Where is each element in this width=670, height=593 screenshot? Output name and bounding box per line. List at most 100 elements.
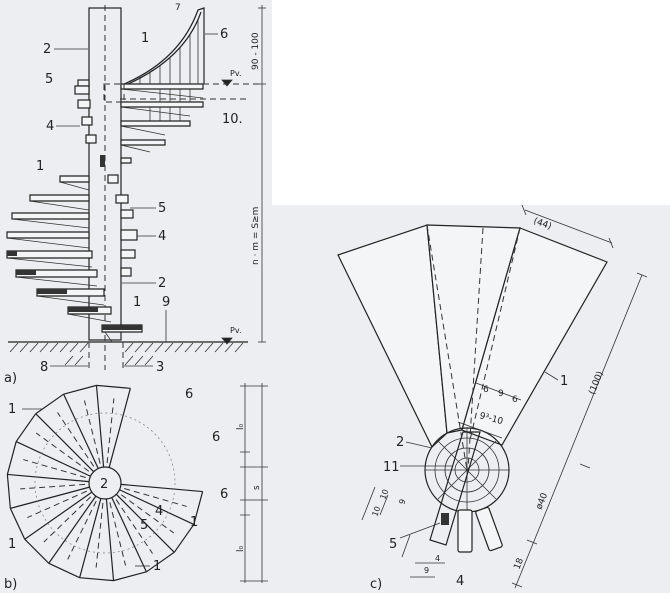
label: 6 (220, 487, 228, 502)
caption: b) (4, 577, 17, 592)
tread-hidden-line (23, 459, 86, 478)
ground-hatch (9, 342, 244, 366)
tread-nosing (35, 393, 64, 415)
tread-hidden-line (57, 412, 95, 467)
label: 7 (175, 3, 181, 13)
label: l₀ (236, 423, 246, 430)
elevation-view: 2 1 7 6 5 4 1 5 4 2 1 9 8 3 Pv. Pv. 10. … (4, 3, 266, 386)
tread-hidden-line (43, 496, 91, 543)
label: 10. (222, 112, 243, 127)
label: 1 (560, 374, 568, 389)
tread-hidden-line (83, 400, 101, 464)
tread-hidden-line (67, 500, 97, 560)
tread-hidden-line (120, 494, 175, 534)
label: 5 (158, 201, 166, 216)
label: 6 (483, 385, 489, 395)
label: 2 (100, 477, 108, 492)
plan-treads (6, 384, 204, 582)
label: 11 (383, 460, 400, 475)
tread-edge (24, 491, 93, 540)
label: 4 (155, 504, 163, 519)
handrail (103, 7, 205, 121)
tread-edge (108, 388, 131, 468)
tread-edge (105, 498, 115, 581)
tread-nosing (6, 441, 17, 475)
tread-edge (79, 498, 102, 578)
column-circle (88, 466, 122, 500)
label: 9 (397, 498, 407, 506)
label: 18 (513, 557, 527, 572)
caption: c) (370, 577, 382, 592)
tread-nosing (79, 577, 114, 582)
blank-area (272, 0, 670, 205)
label: 5 (140, 518, 148, 533)
label: 6 (185, 387, 193, 402)
tread-hidden-line (106, 398, 115, 464)
plan-view: 2 1 6 6 6 1 1 1 4 5 l₀ s l₀ b) (4, 383, 268, 592)
label: 1 (190, 515, 198, 530)
tread-edge (35, 413, 95, 473)
label: 4 (435, 554, 440, 563)
tread-nosing (63, 384, 97, 395)
label: 10 (370, 505, 382, 518)
tread-nosing (193, 491, 204, 525)
label: 1 (8, 537, 16, 552)
label: 9 (498, 389, 504, 399)
tread-right (461, 227, 608, 446)
label: 1 (8, 402, 16, 417)
tread-hidden-line (20, 483, 86, 490)
tread-edge (63, 393, 99, 469)
label: 5 (45, 72, 53, 87)
tread-hidden-line (27, 490, 87, 519)
label: 5 (389, 537, 397, 552)
label: 6 (220, 27, 228, 42)
label: 2 (396, 435, 404, 450)
label: 1 (141, 31, 149, 46)
tread-nosing (96, 384, 131, 389)
detail-view: (44) 1 (100) 6 9 6 9³-10 2 11 10 10 9 5 … (337, 204, 648, 592)
label: l₀ (236, 545, 246, 552)
label: 6 (212, 430, 220, 445)
label: 1 (153, 559, 161, 574)
label: 1 (133, 295, 141, 310)
tread-nosing (15, 413, 37, 442)
wood-rings (425, 428, 509, 512)
label: Pv. (230, 69, 241, 78)
tread-hidden-line (35, 432, 90, 472)
right-treads (120, 83, 204, 164)
tread-nosing (6, 474, 11, 509)
tread-nosing (24, 538, 50, 564)
tread-edge (7, 473, 90, 483)
dimension-lines (361, 204, 648, 589)
tread-hidden-line (109, 502, 127, 566)
label: 8 (40, 360, 48, 375)
bolt-plates (74, 79, 138, 277)
tread-edge (95, 385, 105, 468)
tread-edge (10, 486, 90, 509)
tread-edge (120, 483, 203, 493)
label: n · m = S≥m (251, 207, 261, 265)
label: 9 (424, 566, 429, 575)
label: 10 (378, 488, 390, 501)
height-dimension (120, 5, 266, 345)
tread-hidden-line (115, 499, 153, 554)
tread-nosing (173, 524, 195, 553)
label: 4 (158, 229, 166, 244)
tread-nosing (9, 508, 26, 540)
label: 4 (456, 574, 464, 589)
tread-hidden-line (124, 488, 187, 507)
walking-line (34, 412, 176, 554)
label: (100) (588, 370, 606, 396)
label: 2 (43, 42, 51, 57)
tread-nosing (146, 551, 175, 573)
tread-nosing (113, 571, 147, 582)
tread-edge (115, 493, 175, 553)
label: 4 (46, 119, 54, 134)
tread-tenon (429, 431, 481, 546)
label: 1 (36, 159, 44, 174)
step-dimension (240, 383, 268, 583)
tread-edge (119, 489, 195, 525)
tread-edge (48, 495, 97, 564)
